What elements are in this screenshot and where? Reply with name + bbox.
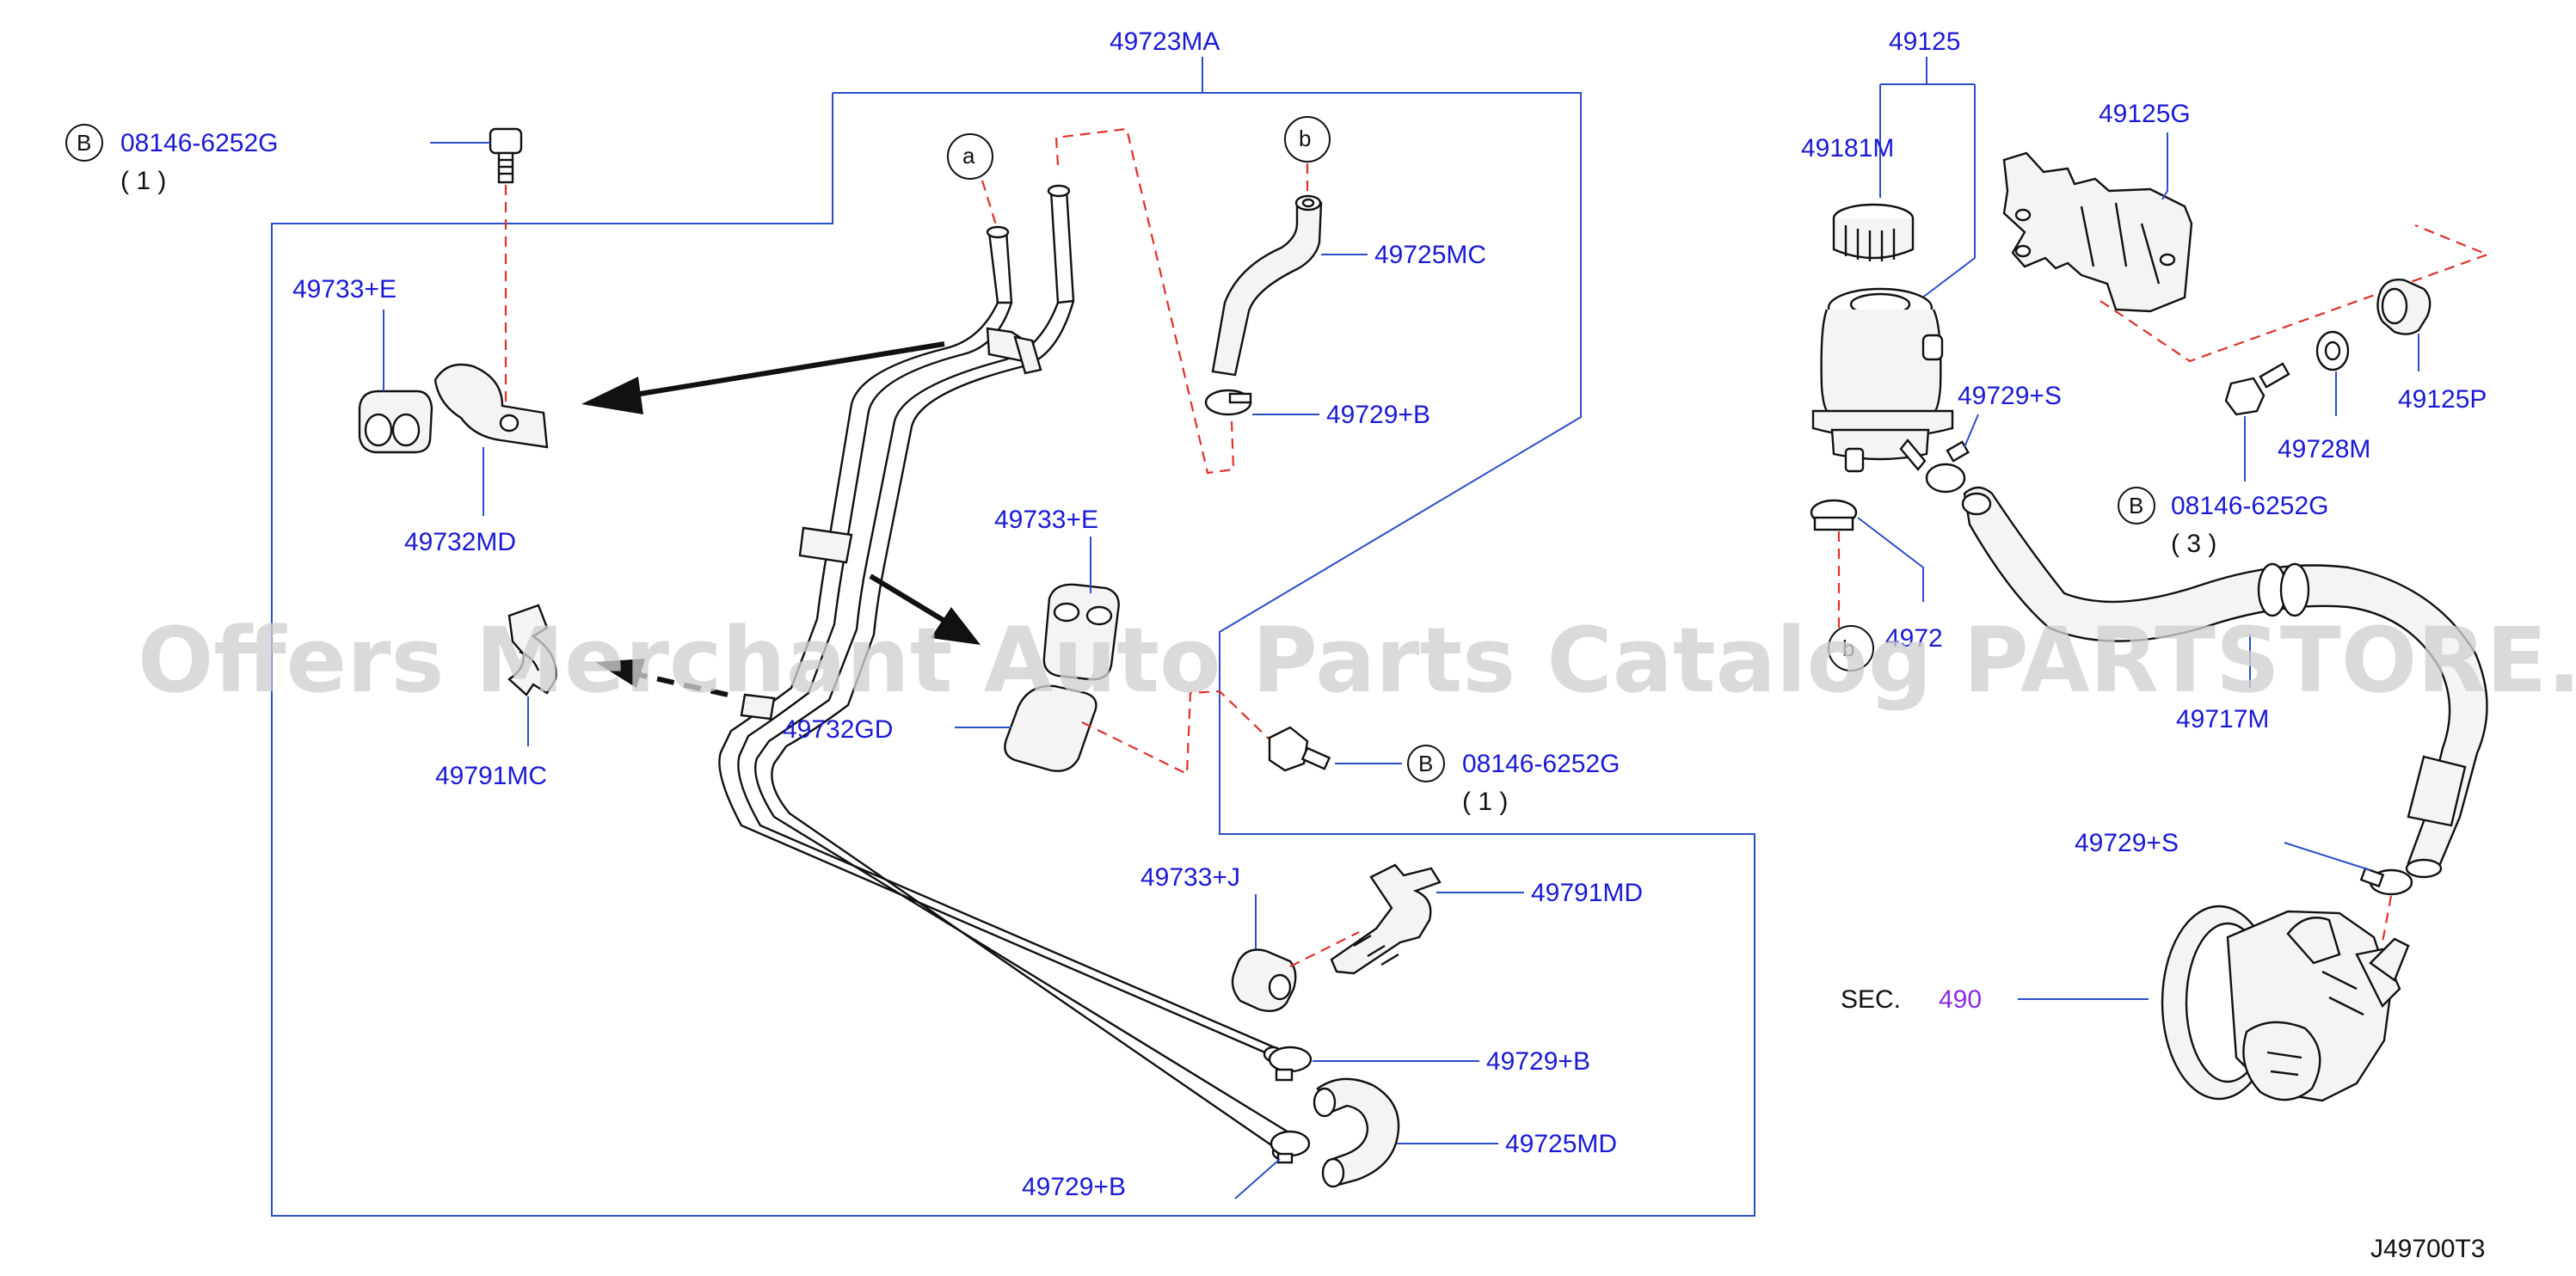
label-49791md: 49791MD xyxy=(1531,879,1643,907)
dash-49732gd-bolt xyxy=(1081,690,1270,776)
clamp-49729b-top xyxy=(1204,389,1252,416)
dash-a-to-pipe xyxy=(981,180,999,231)
washer-49728m xyxy=(2315,330,2350,371)
grommet-49733e-mid xyxy=(1042,583,1120,681)
label-49729s-top: 49729+S xyxy=(1958,382,2062,410)
grommet-49733e-top xyxy=(358,390,433,454)
watermark: Offers Merchant Auto Parts Catalog PARTS… xyxy=(138,608,2576,713)
callout-circle-B-right xyxy=(2118,487,2155,525)
clip-49791mc xyxy=(507,604,557,696)
callout-circle-B-top-left xyxy=(65,124,103,162)
label-49732gd: 49732GD xyxy=(783,715,893,744)
clamp-49729s-bottom xyxy=(2359,867,2413,896)
label-49733j: 49733+J xyxy=(1140,863,1240,892)
hose-49717m xyxy=(1961,486,2488,879)
callout-B-mid: B xyxy=(1418,751,1433,776)
label-49729-partial: 4972 xyxy=(1885,624,1943,653)
callout-a: a xyxy=(962,143,975,169)
bolt-mid xyxy=(1268,726,1331,772)
clip-49791md xyxy=(1330,863,1442,975)
label-bolt-right-qty: ( 3 ) xyxy=(2171,530,2216,558)
dash-clamp-to-pump xyxy=(2381,895,2393,943)
label-bolt-top-left: 08146-6252G xyxy=(120,129,279,157)
dash-hose-49725mc xyxy=(1054,127,1235,475)
grommet-49125p xyxy=(2376,279,2432,335)
bolt-top-left xyxy=(489,127,523,184)
arrow-to-clip-49791mc xyxy=(636,672,729,697)
reservoir-49125 xyxy=(1811,287,1954,473)
clamp-49732md xyxy=(433,363,549,449)
label-49125p: 49125P xyxy=(2398,385,2487,414)
label-sec-prefix: SEC. xyxy=(1841,985,1901,1014)
callout-circle-a xyxy=(947,133,993,180)
label-49181m: 49181M xyxy=(1801,134,1894,163)
dash-49733j-to-clip xyxy=(1289,931,1360,967)
grommet-49733j xyxy=(1231,948,1297,1012)
callout-b-top: b xyxy=(1299,126,1311,151)
arrowhead-grommet-49733e-mid xyxy=(931,607,981,645)
callout-B-right: B xyxy=(2129,493,2143,518)
label-49729b-top: 49729+B xyxy=(1326,401,1430,429)
label-49791mc: 49791MC xyxy=(435,762,547,790)
pipe-assembly-49723ma xyxy=(718,184,1292,1161)
label-49729s-bottom: 49729+S xyxy=(2075,829,2179,857)
leader-49729s-top xyxy=(1964,414,1979,448)
label-bolt-top-left-qty: ( 1 ) xyxy=(120,167,166,195)
label-49733e-mid: 49733+E xyxy=(994,506,1098,534)
label-49733e-top: 49733+E xyxy=(292,275,397,304)
label-49717m: 49717M xyxy=(2176,705,2269,733)
clamp-49729s-top xyxy=(1925,440,1970,494)
arrow-to-grommet-49733e-mid xyxy=(869,574,946,623)
leader-49729b-bottom xyxy=(1234,1158,1281,1199)
label-49732md: 49732MD xyxy=(404,528,516,556)
hose-49725mc xyxy=(1211,194,1323,377)
power-steering-pump xyxy=(2161,905,2410,1102)
callout-circle-b-top xyxy=(1284,116,1331,163)
cap-49181m xyxy=(1832,203,1915,261)
clamp-49729b-bottom xyxy=(1270,1130,1311,1164)
leader-49125g xyxy=(2161,132,2168,200)
label-bolt-mid-qty: ( 1 ) xyxy=(1462,788,1508,816)
label-bolt-mid: 08146-6252G xyxy=(1462,750,1620,778)
label-49728m: 49728M xyxy=(2278,435,2370,463)
callout-circle-B-mid xyxy=(1407,745,1445,782)
clamp-49732gd xyxy=(1004,684,1097,772)
label-sec-number: 490 xyxy=(1939,985,1982,1014)
bracket-49125g xyxy=(2002,151,2193,313)
label-49125: 49125 xyxy=(1889,28,1960,56)
bolt-right xyxy=(2224,362,2290,416)
diagram-code: J49700T3 xyxy=(2370,1235,2485,1263)
arrow-to-clamp-49732md xyxy=(618,341,945,400)
clamp-49729b-right xyxy=(1268,1046,1313,1082)
label-49125g: 49125G xyxy=(2099,100,2191,128)
callout-B-top-left: B xyxy=(77,130,91,156)
arrowhead-clamp-49732md xyxy=(581,377,643,414)
leader-49729-partial xyxy=(1857,517,1924,602)
label-bolt-right: 08146-6252G xyxy=(2171,492,2329,520)
callout-circle-b-bottom xyxy=(1828,625,1874,672)
clamp-49729-lower-left xyxy=(1810,499,1858,531)
label-49729b-right: 49729+B xyxy=(1486,1047,1590,1076)
callout-b-bottom: b xyxy=(1842,635,1854,661)
leader-49729s-bottom xyxy=(2284,842,2371,871)
label-49723ma: 49723MA xyxy=(1110,28,1220,56)
label-49729b-bottom: 49729+B xyxy=(1022,1173,1126,1201)
arrowhead-clip-49791mc xyxy=(595,659,645,688)
leader-49125-right xyxy=(1917,84,1976,302)
dash-bracket-to-grommet xyxy=(2100,224,2491,363)
assembly-frame xyxy=(271,92,1755,1217)
hose-49725md xyxy=(1313,1077,1400,1188)
label-49725mc: 49725MC xyxy=(1374,241,1486,269)
label-49725md: 49725MD xyxy=(1505,1130,1617,1158)
